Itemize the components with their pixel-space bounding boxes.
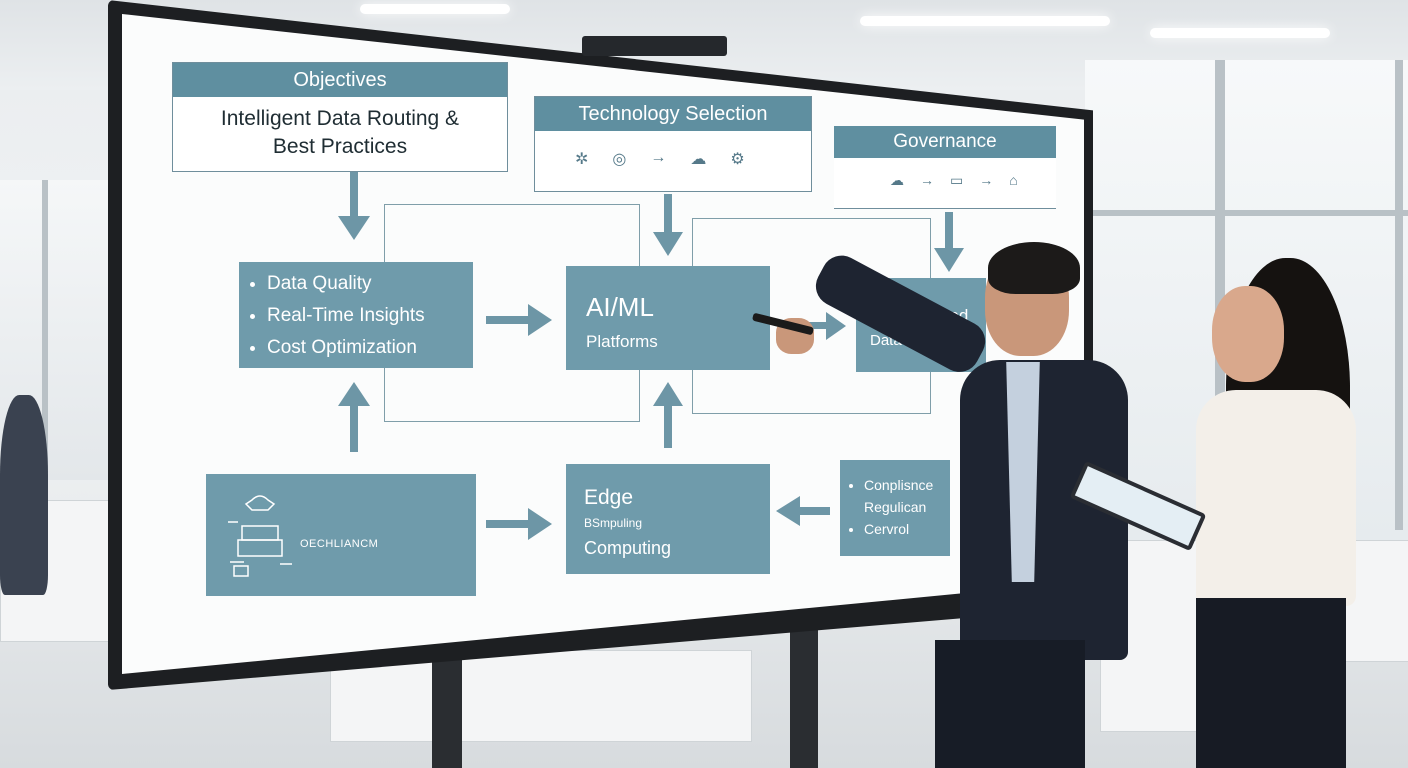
bug-icon: ✲ <box>575 151 589 168</box>
right-arrow-icon: → <box>650 149 667 166</box>
up-arrow <box>338 382 370 452</box>
window-mullion <box>1085 210 1408 216</box>
up-arrow <box>653 382 683 448</box>
gear-icon: ⚙ <box>730 151 745 168</box>
left-arrow <box>776 496 830 526</box>
right-arrow-icon: → <box>979 172 994 188</box>
objectives-subtitle-line2: Best Practices <box>272 135 408 158</box>
cloud-icon: ☁ <box>690 151 707 168</box>
monitor-icon: ▭ <box>950 172 964 188</box>
lock-icon: ⌂ <box>1009 172 1018 188</box>
quality-block: Data Quality Real-Time Insights Cost Opt… <box>239 262 473 368</box>
camera-bar <box>582 36 727 56</box>
right-arrow <box>486 304 552 336</box>
technology-header-box: Technology Selection ✲ ◎ → ☁ ⚙ <box>534 96 812 192</box>
governance-title: Governance <box>834 126 1056 158</box>
background-person <box>0 395 48 595</box>
list-item: Regulican <box>864 499 927 515</box>
down-arrow <box>934 212 964 272</box>
edge-line3: Computing <box>584 538 672 558</box>
security-block: OECHLIANCM <box>206 474 476 596</box>
list-item: Data Quality <box>267 268 473 300</box>
chip-icon: ◎ <box>612 151 627 168</box>
cloud-icon: ☁ <box>890 172 904 188</box>
right-arrow <box>798 312 846 340</box>
window-mullion <box>1395 60 1403 530</box>
objectives-title: Objectives <box>173 63 507 97</box>
right-arrow-icon: → <box>920 172 934 188</box>
objectives-subtitle-line1: Intelligent Data Routing & <box>220 107 460 130</box>
monitor-stand-leg <box>432 660 462 768</box>
window-mullion <box>1215 60 1225 530</box>
woman-blouse <box>1196 390 1356 606</box>
objectives-header-box: Objectives Intelligent Data Routing & Be… <box>172 62 508 172</box>
server-stack-icon <box>228 495 292 577</box>
aiml-title: AI/ML <box>586 292 654 322</box>
woman-trousers <box>1196 598 1346 768</box>
technology-title: Technology Selection <box>535 97 811 131</box>
list-item: Real-Time Insights <box>267 300 473 332</box>
down-arrow <box>338 172 370 240</box>
man-hair <box>988 242 1080 294</box>
man-trousers <box>935 640 1085 768</box>
edge-line1: Edge <box>584 486 634 509</box>
window-mullion <box>42 180 48 480</box>
security-caption: OECHLIANCM <box>300 538 379 550</box>
monitor-stand-leg <box>790 620 818 768</box>
list-item: Cost Optimization <box>267 332 473 364</box>
ceiling-light <box>1150 28 1330 38</box>
edge-line2: BSmpuling <box>584 516 643 530</box>
right-arrow <box>486 508 552 540</box>
down-arrow <box>653 194 683 256</box>
compliance-block: Conplisnce Regulican Cervrol <box>840 460 950 556</box>
man-shirt <box>1006 362 1040 582</box>
display-screen: Objectives Intelligent Data Routing & Be… <box>122 14 1084 674</box>
aiml-subtitle: Platforms <box>586 332 658 351</box>
aiml-block: AI/ML Platforms <box>566 266 770 370</box>
governance-header-box: Governance ☁ → ▭ → ⌂ <box>834 126 1056 209</box>
ceiling-light <box>860 16 1110 26</box>
ceiling-light <box>360 4 510 14</box>
edge-block: Edge BSmpuling Computing <box>566 464 770 574</box>
woman-face <box>1212 286 1284 382</box>
list-item: Conplisnce <box>864 474 950 496</box>
list-item: Cervrol <box>864 518 950 540</box>
